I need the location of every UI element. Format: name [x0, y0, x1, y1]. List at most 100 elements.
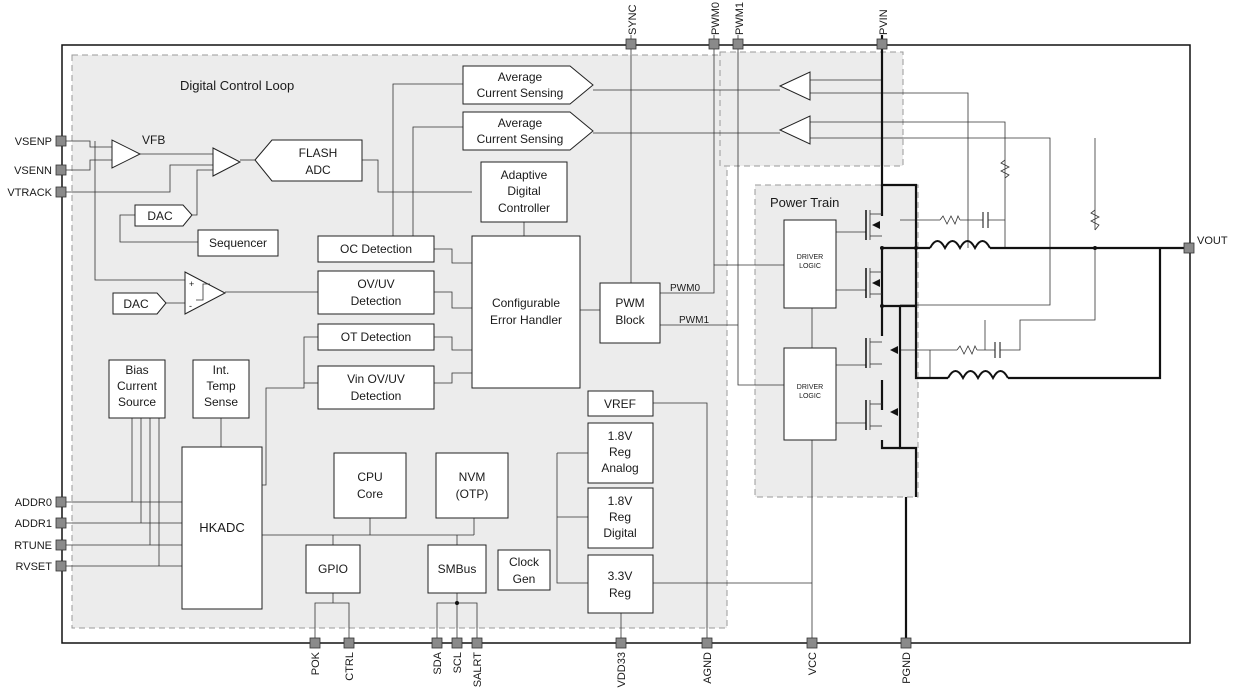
avg-current-1-line2: Current Sensing — [477, 86, 564, 100]
resistor-4 — [1090, 209, 1100, 231]
driver1-line2: LOGIC — [799, 263, 821, 270]
pin-agnd — [701, 637, 713, 649]
mosfet-high-2 — [865, 338, 898, 368]
pin-pvin — [876, 38, 888, 50]
cpu-core-block — [333, 452, 407, 519]
temp-sense-block — [192, 359, 250, 419]
power-wires — [880, 35, 1190, 640]
clock-line1: Clock — [509, 555, 540, 569]
bias-line2: Current — [117, 379, 158, 393]
pwm1-signal-label: PWM1 — [679, 315, 709, 326]
reg-analog-line1: 1.8V — [608, 429, 633, 443]
smbus-block — [427, 544, 487, 594]
nvm-line1: NVM — [459, 470, 486, 484]
pin-agnd-label: AGND — [702, 652, 714, 684]
pin-pwm0 — [708, 38, 720, 50]
smbus-label: SMBus — [438, 562, 477, 576]
reg-analog-line3: Analog — [601, 461, 638, 475]
pin-pvin-label: PVIN — [878, 9, 890, 35]
reg-33-line2: Reg — [609, 586, 631, 600]
capacitor-1 — [982, 212, 989, 228]
adaptive-line3: Controller — [498, 201, 550, 215]
resistor-2 — [956, 345, 978, 355]
avg-current-2-line1: Average — [498, 116, 543, 130]
dac-bottom-label: DAC — [123, 297, 149, 311]
driver-logic-2-block — [783, 347, 837, 441]
pin-pwm1-label: PWM1 — [734, 2, 746, 35]
pin-vout-label: VOUT — [1197, 235, 1228, 247]
dac-bottom-block — [112, 292, 167, 315]
error-handler-line2: Error Handler — [490, 313, 562, 327]
driver2-line2: LOGIC — [799, 393, 821, 400]
avg-current-sensing-1 — [462, 65, 594, 105]
reg-33-line1: 3.3V — [608, 569, 633, 583]
vref-block — [587, 390, 654, 417]
clock-gen-block — [497, 549, 551, 591]
flash-adc-line2: ADC — [305, 163, 331, 177]
pin-addr1 — [55, 517, 67, 529]
power-train-label: Power Train — [770, 195, 839, 210]
vfb-label: VFB — [142, 133, 165, 147]
clock-line2: Gen — [513, 572, 536, 586]
inductor-2 — [947, 370, 1009, 381]
capacitor-2 — [994, 342, 1001, 358]
current-sense-buffer-2 — [778, 115, 811, 145]
pin-rvset — [55, 560, 67, 572]
temp-line3: Sense — [204, 395, 238, 409]
ovuv-line2: Detection — [351, 294, 402, 308]
pin-vout — [1183, 242, 1195, 254]
pin-vsenn — [55, 164, 67, 176]
oc-detection-label: OC Detection — [340, 242, 412, 256]
pin-salrt — [471, 637, 483, 649]
ot-detection-label: OT Detection — [341, 330, 411, 344]
flash-adc-line1: FLASH — [299, 146, 338, 160]
temp-line2: Temp — [206, 379, 236, 393]
digital-control-loop-label: Digital Control Loop — [180, 78, 294, 93]
reg-analog-line2: Reg — [609, 445, 631, 459]
mosfet-low-1 — [865, 268, 882, 298]
avg-current-1-line1: Average — [498, 70, 543, 84]
ot-detection-block — [317, 323, 435, 351]
adaptive-controller-block — [480, 161, 568, 223]
pin-pgnd-label: PGND — [901, 652, 913, 684]
current-sense-buffer-1 — [778, 71, 811, 101]
hkadc-block — [181, 446, 263, 610]
pin-vcc-label: VCC — [807, 652, 819, 675]
pin-pwm1 — [732, 38, 744, 50]
pin-pok — [309, 637, 321, 649]
vfb-amplifier — [111, 139, 142, 169]
pin-sda — [431, 637, 443, 649]
pin-vtrack-label: VTRACK — [7, 187, 52, 199]
resistor-3 — [1000, 159, 1010, 179]
bias-line1: Bias — [125, 363, 148, 377]
driver2-line1: DRIVER — [797, 384, 823, 391]
error-handler-block — [471, 235, 581, 389]
pin-scl-label: SCL — [452, 652, 464, 673]
dac-top-label: DAC — [147, 209, 173, 223]
ovuv-line1: OV/UV — [357, 277, 394, 291]
cpu-line2: Core — [357, 487, 383, 501]
pin-vtrack — [55, 186, 67, 198]
pin-rvset-label: RVSET — [16, 561, 53, 573]
reg-33-block — [587, 554, 654, 614]
pin-sync — [625, 38, 637, 50]
gpio-label: GPIO — [318, 562, 348, 576]
reg-digital-line3: Digital — [603, 526, 636, 540]
pin-vdd33 — [615, 637, 627, 649]
pwm0-signal-label: PWM0 — [670, 283, 700, 294]
sequencer-label: Sequencer — [209, 236, 267, 250]
comparator-plus: + — [189, 279, 194, 289]
pin-sda-label: SDA — [432, 651, 444, 674]
pin-pwm0-label: PWM0 — [710, 2, 722, 35]
hkadc-label: HKADC — [199, 520, 245, 535]
temp-line1: Int. — [213, 363, 230, 377]
mosfet-low-2 — [865, 400, 898, 430]
nvm-block — [435, 452, 509, 519]
bias-source-block — [108, 359, 166, 419]
pin-salrt-label: SALRT — [472, 652, 484, 688]
track-amplifier — [212, 147, 242, 177]
pwm-block-line2: Block — [615, 313, 645, 327]
driver1-line1: DRIVER — [797, 254, 823, 261]
mosfet-high-1 — [865, 210, 882, 240]
pin-vdd33-label: VDD33 — [616, 652, 628, 687]
